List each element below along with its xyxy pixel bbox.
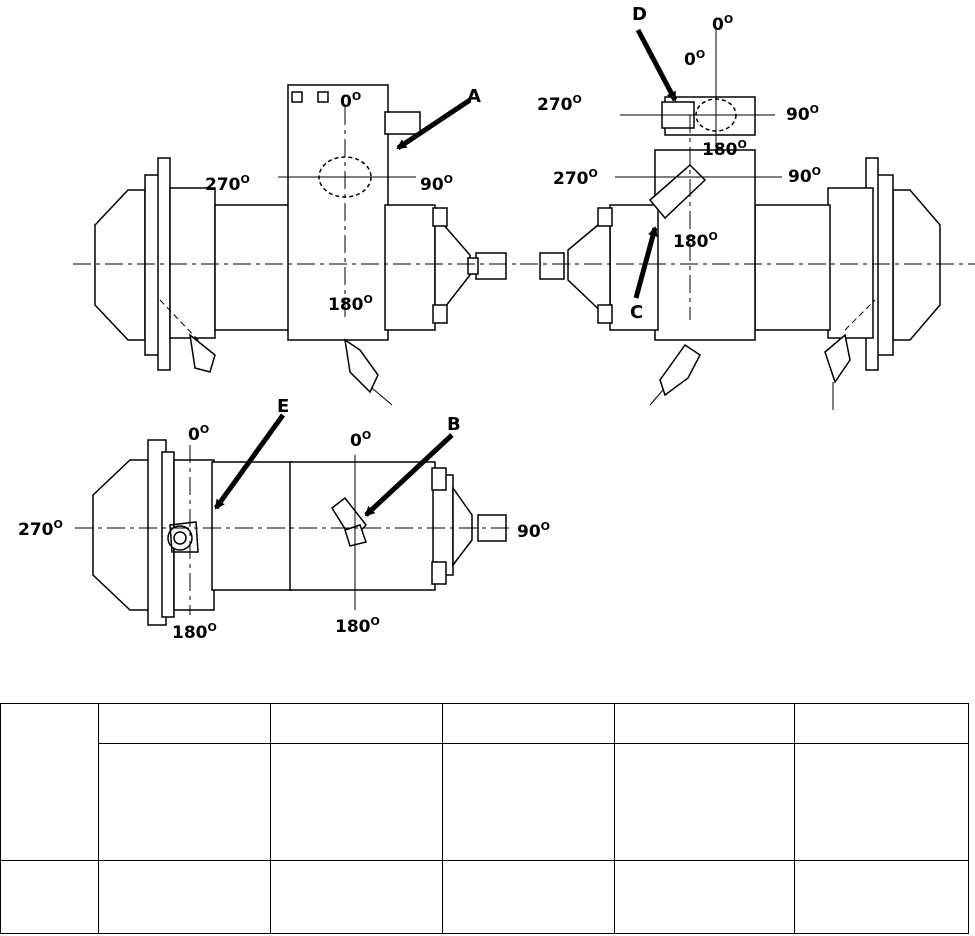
table-cell <box>614 860 795 934</box>
right-angle-0: 0O <box>684 48 705 70</box>
right-pump-unit <box>539 96 941 397</box>
table-cell <box>98 703 271 744</box>
right-angle-90-upper: 90O <box>786 103 819 125</box>
table-cell <box>614 743 795 861</box>
table-cell <box>794 743 969 861</box>
bottom-angle-0-left: 0O <box>188 423 209 445</box>
callout-a: A <box>467 86 481 107</box>
bottom-angle-270: 270O <box>18 518 63 540</box>
left-angle-270: 270O <box>205 173 250 195</box>
table-cell <box>794 860 969 934</box>
bottom-angle-180-right: 180O <box>335 615 380 637</box>
table-cell <box>270 860 443 934</box>
callout-e: E <box>277 396 289 417</box>
left-centerlines <box>73 107 530 406</box>
table-row <box>0 860 969 934</box>
callout-b: B <box>447 414 461 435</box>
table-cell <box>270 703 443 744</box>
left-angle-90: 90O <box>420 173 453 195</box>
table-cell <box>442 743 615 861</box>
right-centerlines <box>520 28 975 410</box>
table-row <box>1 743 969 861</box>
table-cell <box>0 703 99 861</box>
table-row <box>0 703 969 861</box>
table-cell <box>98 860 271 934</box>
bottom-angle-180-left: 180O <box>172 621 217 643</box>
arrow-c <box>633 226 658 299</box>
table-cell <box>614 703 795 744</box>
bottom-pump-unit <box>92 439 507 626</box>
left-pump-unit <box>94 84 507 394</box>
right-angle-180-upper: 180O <box>702 138 747 160</box>
port-position-table <box>0 703 969 934</box>
table-cell <box>0 860 99 934</box>
left-angle-180: 180O <box>328 293 373 315</box>
right-angle-270-upper: 270O <box>537 93 582 115</box>
bottom-angle-90: 90O <box>517 520 550 542</box>
callout-d: D <box>632 4 647 25</box>
right-angle-180: 180O <box>673 230 718 252</box>
arrow-d <box>635 28 678 102</box>
right-angle-90: 90O <box>788 165 821 187</box>
right-angle-0-upper: 0O <box>712 13 733 35</box>
table-cell <box>270 743 443 861</box>
table-cell <box>442 703 615 744</box>
callout-c: C <box>630 302 643 323</box>
right-angle-270: 270O <box>553 167 598 189</box>
bottom-angle-0-right: 0O <box>350 429 371 451</box>
arrow-a <box>396 97 472 151</box>
arrow-b <box>364 433 454 517</box>
table-cell <box>98 743 271 861</box>
pump-port-orientation-diagram: A B C D E 0O 270O 90O 180O 0O 0O 270O 90… <box>18 4 975 643</box>
table-cell <box>442 860 615 934</box>
left-angle-0: 0O <box>340 90 361 112</box>
bottom-centerlines <box>75 445 510 615</box>
arrow-e <box>213 413 286 510</box>
table-cell <box>794 703 969 744</box>
